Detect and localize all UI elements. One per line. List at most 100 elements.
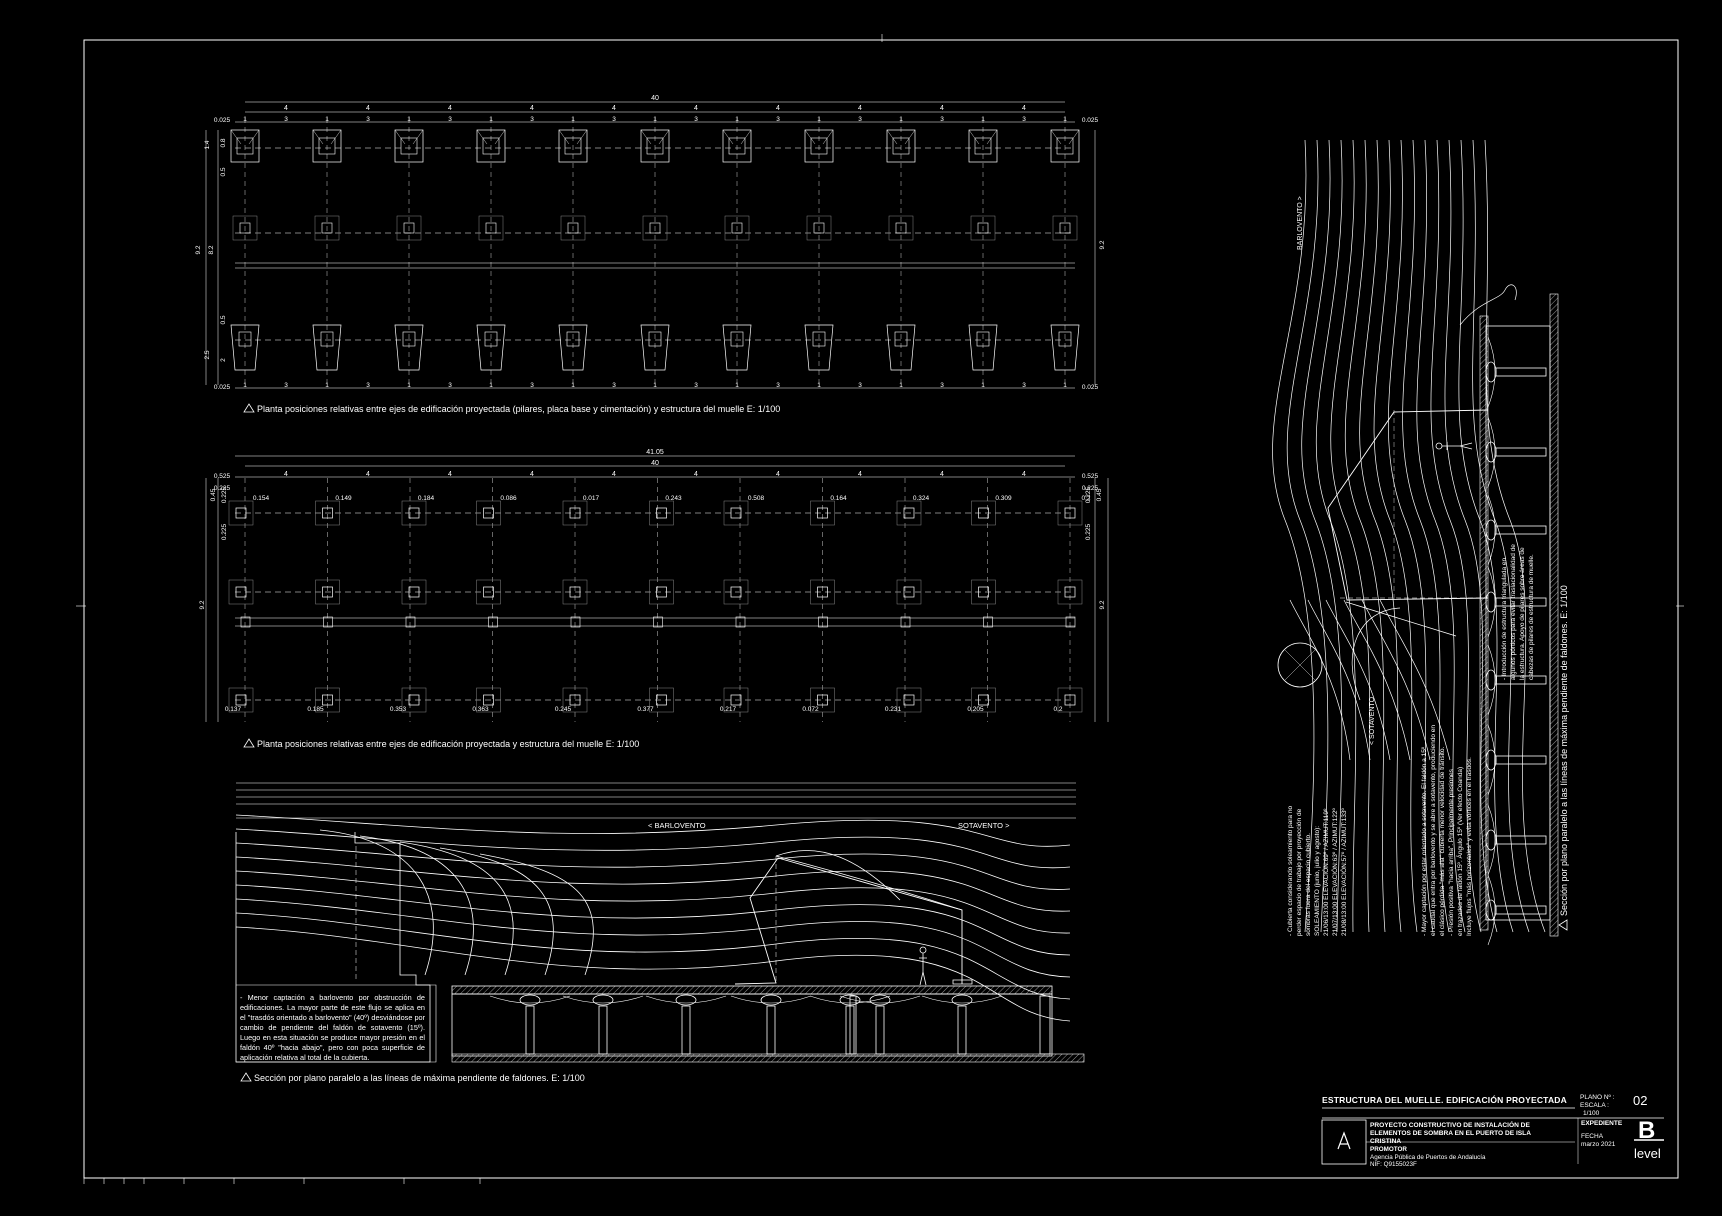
b-level-logo-text: level <box>1634 1146 1661 1161</box>
pier <box>849 995 857 1055</box>
dimension-label: 4 <box>776 471 780 478</box>
pile-cap <box>476 579 501 605</box>
wind-flow-line <box>235 912 1071 1000</box>
pile-cap <box>649 579 674 605</box>
pile-cap <box>970 215 996 241</box>
pile <box>900 616 911 628</box>
escala-label: ESCALA : <box>1580 1102 1609 1109</box>
footing <box>476 324 506 371</box>
pillar <box>483 507 494 519</box>
pillar <box>238 331 252 347</box>
pier-cap <box>869 994 891 1006</box>
pillar <box>656 694 667 706</box>
wind-flow-line <box>1359 139 1402 933</box>
pillar <box>817 586 828 598</box>
wind-flow-line <box>399 841 514 976</box>
pile-cap <box>1057 500 1083 526</box>
offset-label: 0.072 <box>802 706 819 713</box>
footing <box>394 129 424 163</box>
pillar <box>235 586 247 598</box>
note-line: 21/08/13:00 ELEVACIÓN:57º / AZIMUT:133º <box>1341 808 1348 936</box>
dimension-label: 0.225 <box>1085 523 1092 540</box>
wind-flow-line <box>1416 139 1466 933</box>
offset-label: 0.324 <box>913 495 930 502</box>
note-line: - Mayor captación por estar orientado a … <box>1421 746 1428 936</box>
footing <box>722 324 752 371</box>
pillar <box>408 694 420 706</box>
note-line: - Introducción de estructura triangulada… <box>1501 557 1508 680</box>
dimension-label: 4 <box>776 105 780 112</box>
dimension-label: 4 <box>366 105 370 112</box>
fecha-label: FECHA <box>1581 1133 1604 1140</box>
wind-flow-line <box>1361 599 1431 761</box>
pillar <box>728 137 746 155</box>
pillar <box>236 137 254 155</box>
pillar <box>318 137 336 155</box>
wall <box>1039 995 1051 1055</box>
note-line: el clásico pérdida "más allá" cubierta m… <box>1439 746 1446 936</box>
dimension-label: 3 <box>776 116 780 123</box>
pile-cap <box>649 687 674 713</box>
pillar <box>978 586 989 598</box>
pier <box>1495 367 1547 377</box>
svg-text:Sección por plano paralelo a l: Sección por plano paralelo a las líneas … <box>1559 585 1569 916</box>
pillar <box>730 331 744 347</box>
pillar <box>810 137 828 155</box>
pillar <box>656 586 667 598</box>
pillar <box>482 137 500 155</box>
pier-cap <box>675 994 697 1006</box>
promotor-label: PROMOTOR <box>1370 1146 1407 1153</box>
barlovento-label: < BARLOVENTO <box>648 821 706 830</box>
dimension-label: 8.2 <box>208 245 215 254</box>
pier-cap <box>519 994 541 1006</box>
wind-flow-line <box>235 856 1071 912</box>
project-title: PROYECTO CONSTRUCTIVO DE INSTALACIÓN DE … <box>1370 1122 1531 1145</box>
wind-flow-line <box>1289 599 1351 761</box>
promotor-nif: NIF: Q9155023F <box>1370 1161 1417 1168</box>
wind-flow-line <box>235 814 1071 847</box>
wind-flow-line <box>235 898 1071 978</box>
sotavento-label-2: < SOTAVENTO <box>1369 696 1376 745</box>
dimension-label: 3 <box>612 382 616 389</box>
footing <box>394 324 424 371</box>
dimension-label: 1 <box>1063 116 1067 123</box>
dimension-label: 0.525 <box>1082 473 1099 480</box>
pillar <box>322 507 333 519</box>
footing <box>312 129 342 163</box>
wind-flow-line <box>1301 139 1343 933</box>
dimension-label: 3 <box>858 382 862 389</box>
dimension-label: 1 <box>981 382 985 389</box>
offset-label: 0.017 <box>583 495 600 502</box>
dimension-label: 0.025 <box>1082 384 1099 391</box>
pile <box>321 222 333 234</box>
wind-flow-line <box>235 870 1071 934</box>
offset-label: 0.154 <box>253 495 270 502</box>
dimension-label: 3 <box>284 382 288 389</box>
pile-cap <box>562 687 588 713</box>
footing <box>640 129 670 163</box>
arch <box>1487 804 1496 876</box>
dimension-label: 3 <box>694 382 698 389</box>
pile <box>895 222 907 234</box>
offset-label: 0.508 <box>748 495 765 502</box>
note-line: 21/07/13:00 ELEVACIÓN:63º / AZIMUT:122º <box>1332 808 1339 936</box>
pile-cap <box>971 500 996 526</box>
pile-cap <box>723 500 749 526</box>
pier <box>1495 835 1547 845</box>
section-2-caption: Sección por plano paralelo a las líneas … <box>1558 585 1569 931</box>
offset-label: 0.149 <box>335 495 352 502</box>
pier <box>1495 447 1547 457</box>
dimension-label: 1 <box>817 116 821 123</box>
wind-flow-line <box>1459 284 1517 326</box>
pillar <box>1058 331 1072 347</box>
pillar <box>817 694 828 706</box>
pile <box>405 616 416 628</box>
dimension-label: 0.8 <box>220 138 227 147</box>
offset-label: 0.164 <box>830 495 847 502</box>
pillar <box>322 694 333 706</box>
dimension-label: 3 <box>940 382 944 389</box>
dimension-label: 9.2 <box>1099 240 1106 249</box>
dimension-label: 0.225 <box>1082 485 1099 492</box>
pier <box>1495 525 1547 535</box>
